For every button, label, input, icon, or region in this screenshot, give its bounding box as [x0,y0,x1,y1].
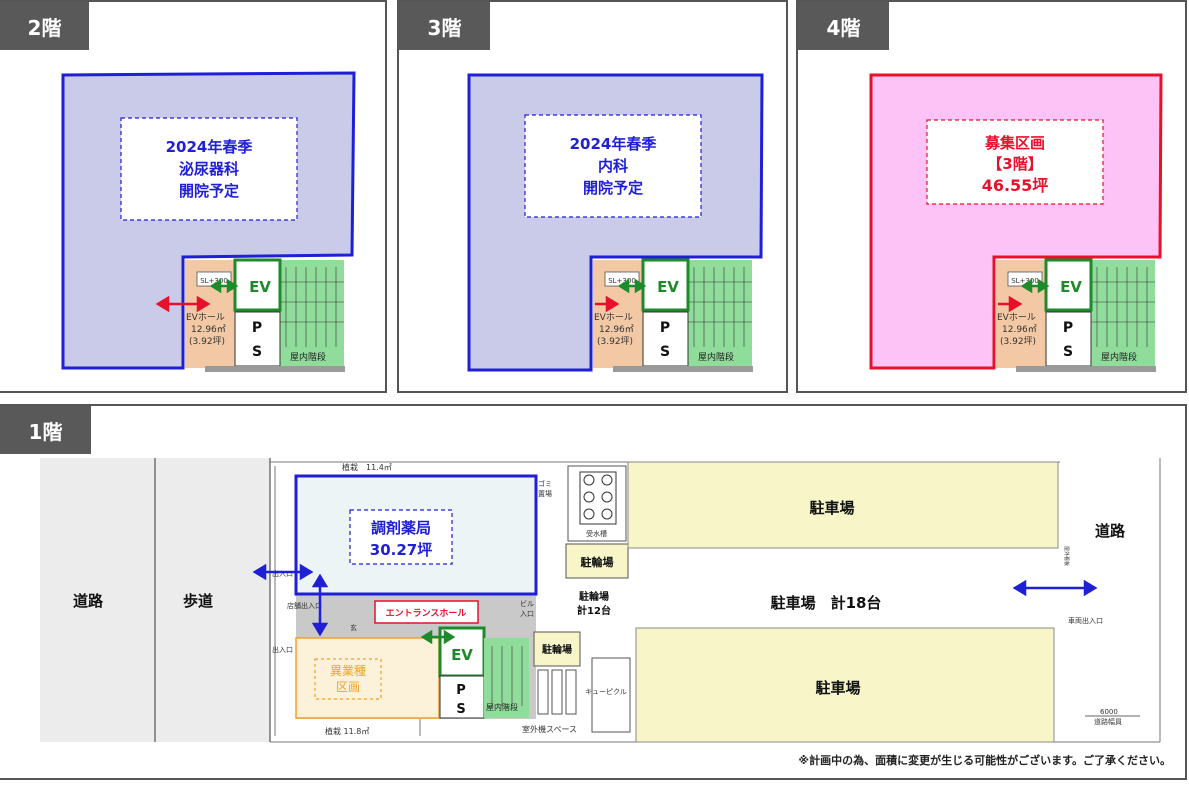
svg-text:出入口: 出入口 [272,645,293,654]
floor-2-ev-label: EV [249,278,271,296]
svg-text:S: S [252,344,262,360]
notice-text: ※計画中の為、面積に変更が生じる可能性がございます。ご了承ください。 [798,754,1171,767]
floor-1-tab: 1階 [0,406,91,454]
svg-text:SL+300: SL+300 [1011,277,1039,285]
floor-3-ev-label: EV [657,278,679,296]
floor-2-sl-label: SL+300 [200,277,228,285]
svg-text:P: P [1063,320,1073,336]
floor-2-panel: 2階 2024年春季 泌尿器科 開院予定 SL+300 EVホール 12.96㎡… [0,0,387,393]
floor-2-plan: 2024年春季 泌尿器科 開院予定 SL+300 EVホール 12.96㎡ (3… [61,71,356,372]
planting-top-label: 植栽 11.4㎡ [342,462,392,472]
pharmacy-area-label: 30.27坪 [370,541,432,559]
svg-text:入口: 入口 [520,610,534,618]
svg-text:6000: 6000 [1100,708,1118,716]
parking-total: 駐車場 計18台 [771,594,882,612]
svg-text:キューピクル: キューピクル [585,688,627,696]
svg-text:計12台: 計12台 [577,604,611,617]
floor-2-stairs-label: 屋内階段 [290,351,326,363]
sidewalk-label: 歩道 [183,592,213,610]
svg-text:募集区画: 募集区画 [984,134,1045,152]
svg-text:12.96㎡: 12.96㎡ [599,324,634,335]
floor-4-panel: 4階 募集区画 【3階】 46.55坪 SL+300 EVホール 12.96㎡ … [796,0,1187,393]
svg-text:置場: 置場 [538,489,552,498]
svg-text:開院予定: 開院予定 [583,179,643,197]
svg-text:(3.92坪): (3.92坪) [597,336,633,347]
svg-text:P: P [660,320,670,336]
svg-text:屋内階段: 屋内階段 [698,351,734,363]
svg-text:SL+300: SL+300 [608,277,636,285]
parking-top [627,461,1059,549]
floor-2-box-line-3: 開院予定 [179,182,239,200]
floor-2-green-arrow [209,278,239,294]
svg-text:屋内階段: 屋内階段 [1101,351,1137,363]
svg-text:S: S [660,344,670,360]
parking-bottom [635,627,1055,743]
svg-text:駐輪場: 駐輪場 [579,590,609,603]
svg-text:12.96㎡: 12.96㎡ [191,324,226,335]
floor-2-box-line-1: 2024年春季 [166,138,253,156]
svg-text:EVホール: EVホール [186,312,225,323]
floor-3-plan: 2024年春季 内科 開院予定 SL+300 EVホール 12.96㎡ (3.9… [467,73,764,372]
svg-text:(3.92坪): (3.92坪) [1000,336,1036,347]
floor-2-red-arrow [155,295,211,313]
road-right-label: 道路 [1095,522,1126,540]
svg-text:ゴミ: ゴミ [538,479,552,488]
bike-parking-bottom: 駐輪場 [542,643,572,656]
svg-text:屋内階段: 屋内階段 [486,702,518,712]
floor-4-plan: 募集区画 【3階】 46.55坪 SL+300 EVホール 12.96㎡ (3.… [869,73,1163,372]
floor-1-plan: 道路 歩道 植栽 11.4㎡ 植栽 11.8㎡ 調剤薬局 30.27坪 エントラ… [40,458,1161,743]
pharmacy-name: 調剤薬局 [371,519,431,537]
floor-1-ev-label: EV [451,646,473,664]
floor-2-box-line-2: 泌尿器科 [179,160,239,178]
svg-text:S: S [456,702,465,717]
floor-2-tab: 2階 [0,2,89,50]
svg-text:玄: 玄 [350,623,357,632]
svg-text:車両出入口: 車両出入口 [1068,616,1103,625]
floor-3-tab: 3階 [399,2,490,50]
svg-text:異業種: 異業種 [330,664,366,678]
svg-text:室外機スペース: 室外機スペース [522,724,577,734]
svg-text:ビル: ビル [520,599,534,608]
svg-text:12.96㎡: 12.96㎡ [1002,324,1037,335]
svg-text:受水槽: 受水槽 [586,529,607,538]
svg-text:屋外看板: 屋外看板 [1063,546,1070,566]
svg-text:EVホール: EVホール [594,312,633,323]
planting-bottom-label: 植栽 11.8㎡ [325,726,369,736]
svg-text:P: P [456,683,466,698]
svg-text:46.55坪: 46.55坪 [982,176,1049,195]
svg-text:内科: 内科 [598,157,628,175]
svg-text:道路幅員: 道路幅員 [1094,717,1122,726]
floor-4-tab: 4階 [798,2,889,50]
entrance-hall-label: エントランスホール [386,608,467,619]
svg-text:(3.92坪): (3.92坪) [189,336,225,347]
svg-text:2024年春季: 2024年春季 [570,135,657,153]
svg-text:EVホール: EVホール [997,312,1036,323]
blue-arrow-vertical [311,573,329,637]
blue-arrow-right [1012,579,1098,597]
blue-arrow-horizontal [252,563,314,581]
road-left-label: 道路 [73,592,104,610]
svg-text:P: P [252,320,262,336]
svg-text:駐車場: 駐車場 [815,679,860,697]
svg-text:出入口: 出入口 [272,569,293,578]
svg-text:区画: 区画 [336,680,360,694]
svg-text:【3階】: 【3階】 [987,155,1042,173]
bike-parking-top: 駐輪場 [581,555,614,569]
svg-text:店舗出入口: 店舗出入口 [287,601,322,610]
floor-3-panel: 3階 2024年春季 内科 開院予定 SL+300 EVホール 12.96㎡ (… [397,0,788,393]
svg-text:S: S [1063,344,1073,360]
floor-1-panel: 1階 道路 歩道 植栽 11.4㎡ 植栽 11.8㎡ 調剤薬局 30.27坪 エ… [0,404,1187,780]
sidewalk [155,458,270,742]
road-left [40,458,155,742]
svg-text:駐車場: 駐車場 [809,499,854,517]
floor-4-ev-label: EV [1060,278,1082,296]
